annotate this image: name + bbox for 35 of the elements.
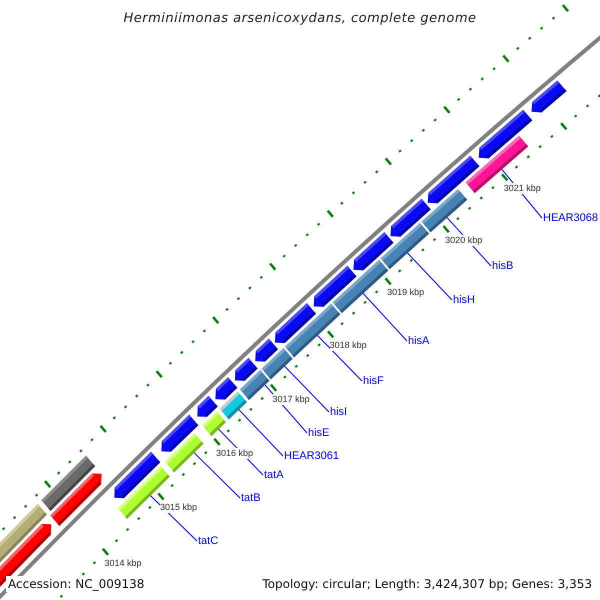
gene-label: hisH — [453, 293, 476, 307]
gene-label: tatC — [198, 534, 218, 548]
position-label: 3014 kbp — [104, 558, 142, 569]
gene-segment — [380, 223, 430, 270]
position-label: 3018 kbp — [330, 340, 367, 352]
leader-line — [194, 452, 240, 498]
gene-label: hisE — [308, 426, 330, 440]
position-label: 3015 kbp — [160, 502, 198, 514]
gene-segment — [165, 433, 204, 472]
gene-label: hisF — [363, 374, 384, 388]
gene-label: hisB — [492, 259, 514, 273]
genome-info-text: Accession: NC_009138 — [6, 576, 146, 592]
gene-segment — [220, 392, 247, 420]
gene-segment — [240, 370, 270, 400]
leader-line — [317, 335, 362, 382]
position-label: 3017 kbp — [272, 394, 310, 405]
gene-label: hisI — [330, 405, 348, 419]
position-label: 3019 kbp — [387, 287, 424, 298]
leader-line — [407, 252, 452, 300]
gene-label: tatA — [264, 468, 284, 482]
gene-segment — [422, 189, 468, 232]
gene-segment — [262, 348, 293, 380]
title: Herminiimonas arsenicoxydans, complete genome — [122, 10, 478, 28]
leader-line — [238, 409, 284, 456]
position-label: 3020 kbp — [445, 235, 482, 246]
gene-segment — [332, 260, 388, 314]
gene-label: hisA — [408, 334, 430, 348]
gene-label: tatB — [241, 491, 261, 505]
gene-label: HEAR3061 — [284, 449, 340, 463]
leader-line — [362, 292, 408, 342]
gene-label: HEAR3068 — [543, 211, 598, 225]
position-label: 3016 kbp — [216, 448, 254, 459]
position-label: 3021 kbp — [504, 183, 541, 194]
genome-info-text: Topology: circular; Length: 3,424,307 bp; Genes: 3,353 — [260, 576, 594, 592]
gene-segment — [202, 412, 226, 436]
